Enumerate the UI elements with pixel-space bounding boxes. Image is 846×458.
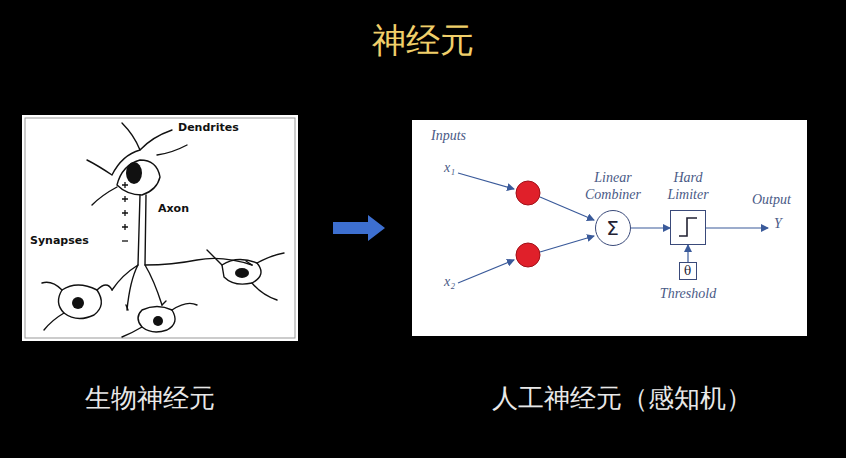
node-symbol: θ (684, 264, 691, 278)
signal-label: Inputs (431, 128, 466, 144)
transform-arrow (330, 212, 390, 244)
node-heading: Linear Combiner (580, 169, 646, 203)
node-symbol: Σ (606, 216, 619, 240)
signal-label: Y (774, 216, 782, 232)
title: 神经元 (0, 18, 846, 64)
part-label: Axon (158, 202, 189, 215)
summing-junction: ΣLinear Combiner (595, 210, 631, 246)
signal-label: Output (752, 192, 791, 208)
connector (631, 227, 670, 228)
neuron-illustration (22, 115, 298, 341)
signal-label: x₁ (444, 160, 455, 176)
part-label: Synapses (30, 234, 89, 247)
part-label: Dendrites (178, 121, 239, 134)
signal-label: x₂ (444, 274, 455, 290)
caption-label: 生物神经元 (85, 381, 215, 416)
step-symbol (673, 213, 703, 241)
threshold-box: θThreshold (679, 262, 697, 280)
node-heading: Hard Limiter (655, 169, 721, 203)
connector (687, 245, 688, 262)
hard-limiter-box: Hard Limiter (670, 210, 706, 245)
caption-label: 人工神经元（感知机） (492, 381, 752, 416)
node-heading: Threshold (660, 285, 716, 302)
